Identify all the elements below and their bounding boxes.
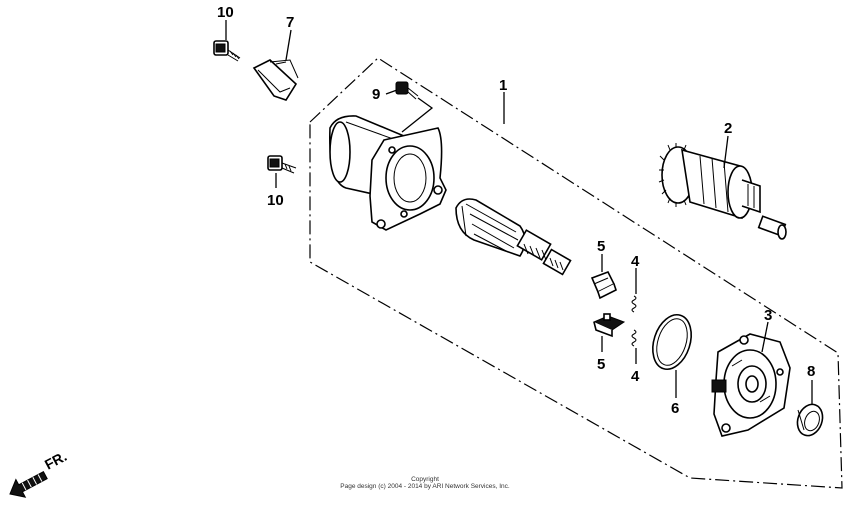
- spring-part-4-top: [631, 295, 637, 313]
- leader-3: [761, 321, 769, 353]
- armature: [455, 198, 572, 276]
- starter-drive-part-2: [658, 143, 787, 240]
- bolt-part-10-middle: [267, 155, 297, 174]
- copyright-line-1: Copyright: [411, 476, 439, 483]
- clip-part-7: [252, 59, 299, 101]
- brush-part-5-top: [590, 270, 617, 300]
- callout-4-bottom: 4: [631, 368, 640, 385]
- assembly-frame: [309, 57, 843, 489]
- callout-5-bottom: 5: [597, 356, 605, 373]
- copyright-line-2: Page design (c) 2004 - 2014 by ARI Netwo…: [340, 483, 510, 490]
- brush-part-5-bottom: [592, 313, 626, 338]
- callout-10-top: 10: [217, 4, 234, 21]
- seal-part-8: [796, 403, 824, 437]
- leader-9: [385, 89, 398, 95]
- callout-2: 2: [724, 120, 732, 137]
- callout-6: 6: [671, 400, 679, 417]
- callout-1: 1: [499, 77, 507, 94]
- callout-7: 7: [286, 14, 294, 31]
- leader-9-branch: [401, 97, 434, 133]
- screw-part-9: [395, 81, 419, 100]
- spring-part-4-bottom: [631, 329, 637, 347]
- o-ring-part-6: [652, 313, 692, 371]
- callout-9: 9: [372, 86, 380, 103]
- callout-5-top: 5: [597, 238, 605, 255]
- bolt-part-10-top: [213, 40, 241, 62]
- rear-cover-part-3: [711, 333, 791, 437]
- callout-8: 8: [807, 363, 815, 380]
- callout-4-top: 4: [631, 253, 640, 270]
- motor-flange: [369, 127, 447, 231]
- leader-7: [285, 29, 292, 61]
- front-direction-label: FR.: [42, 448, 69, 473]
- callout-3: 3: [764, 307, 772, 324]
- callout-10-middle: 10: [267, 192, 284, 209]
- front-direction-arrow-icon: [9, 470, 48, 498]
- leader-2: [723, 135, 729, 169]
